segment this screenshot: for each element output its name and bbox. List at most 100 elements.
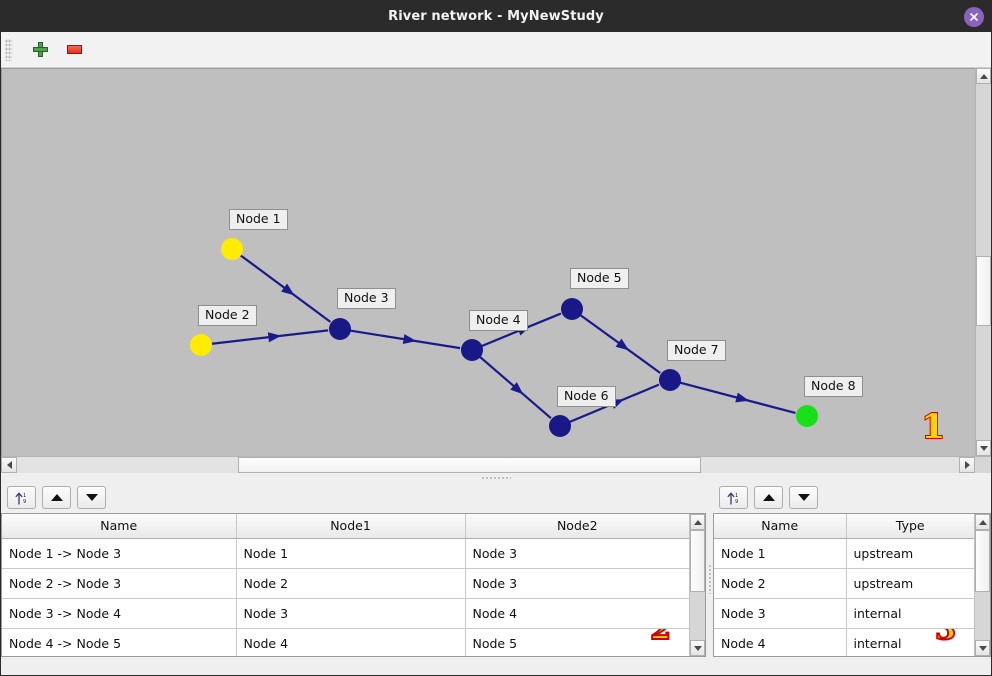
scroll-right-button[interactable] <box>959 457 975 473</box>
nodes-vertical-scrollbar[interactable] <box>974 514 990 656</box>
table-cell-node1[interactable]: Node 4 <box>236 628 466 656</box>
graph-node[interactable] <box>221 238 243 260</box>
links-scroll-up-button[interactable] <box>690 514 705 530</box>
links-panel-footer <box>1 657 706 675</box>
table-cell-node2[interactable]: Node 4 <box>465 598 689 629</box>
network-canvas[interactable]: Node 1 Node 2 Node 3 Node 4 Node 5 Node 6 Node… <box>1 68 975 456</box>
arrow-up-icon <box>762 494 775 501</box>
table-cell-name[interactable]: Node 4 -> Node 5 <box>2 628 237 656</box>
nodes-scroll-down-button[interactable] <box>975 640 990 656</box>
horizontal-splitter[interactable] <box>1 473 991 482</box>
sort-ascending-icon: 1 9 <box>727 492 738 505</box>
graph-node[interactable] <box>549 415 571 437</box>
delete-node-button[interactable] <box>60 36 88 64</box>
vsplitter-grip-dots <box>707 563 712 594</box>
links-move-up-button[interactable] <box>42 486 71 509</box>
graph-horizontal-scrollbar[interactable] <box>1 456 991 473</box>
table-cell-name[interactable]: Node 3 <box>714 598 847 629</box>
links-vscroll-track[interactable] <box>690 530 705 640</box>
graph-node[interactable] <box>190 334 212 356</box>
nodes-move-up-button[interactable] <box>754 486 783 509</box>
graph-node[interactable] <box>561 298 583 320</box>
splitter-grip-dots <box>481 475 511 480</box>
graph-panel: Node 1 Node 2 Node 3 Node 4 Node 5 Node 6 Node… <box>1 68 991 473</box>
table-cell-type[interactable]: internal <box>846 598 974 629</box>
nodes-sort-button[interactable]: 1 9 <box>719 486 748 509</box>
table-cell-node1[interactable]: Node 1 <box>236 538 466 569</box>
graph-hscroll-track[interactable] <box>17 457 959 473</box>
scroll-up-button[interactable] <box>976 68 991 84</box>
graph-node-label[interactable]: Node 6 <box>557 386 616 407</box>
nodes-vscroll-track[interactable] <box>975 530 990 640</box>
svg-text:9: 9 <box>23 499 26 505</box>
edge-arrowhead <box>267 332 282 343</box>
links-col-node2[interactable]: Node2 <box>465 514 689 539</box>
links-col-name[interactable]: Name <box>2 514 237 539</box>
graph-node-label[interactable]: Node 7 <box>667 340 726 361</box>
graph-node-label[interactable]: Node 4 <box>469 310 528 331</box>
links-col-node1[interactable]: Node1 <box>236 514 466 539</box>
table-cell-node2[interactable]: Node 3 <box>465 538 689 569</box>
graph-node-label[interactable]: Node 1 <box>229 209 288 230</box>
table-cell-type[interactable]: upstream <box>846 538 974 569</box>
vertical-splitter[interactable] <box>706 482 713 675</box>
graph-node-label[interactable]: Node 2 <box>198 305 257 326</box>
graph-hscroll-thumb[interactable] <box>238 457 701 473</box>
table-cell-name[interactable]: Node 1 -> Node 3 <box>2 538 237 569</box>
network-graph <box>210 254 796 424</box>
table-cell-name[interactable]: Node 1 <box>714 538 847 569</box>
add-node-button[interactable] <box>26 36 54 64</box>
table-cell-name[interactable]: Node 3 -> Node 4 <box>2 598 237 629</box>
arrow-up-icon <box>50 494 63 501</box>
nodes-col-name[interactable]: Name <box>714 514 847 539</box>
links-sort-button[interactable]: 1 9 <box>7 486 36 509</box>
annotation-3: 3 <box>934 628 957 647</box>
table-cell-name[interactable]: Node 2 -> Node 3 <box>2 568 237 599</box>
table-cell-node1[interactable]: Node 2 <box>236 568 466 599</box>
nodes-vscroll-thumb[interactable] <box>975 530 990 592</box>
graph-vscroll-track[interactable] <box>976 84 991 440</box>
table-cell-name[interactable]: Node 2 <box>714 568 847 599</box>
close-icon[interactable] <box>964 6 984 27</box>
links-scroll-down-button[interactable] <box>690 640 705 656</box>
links-vertical-scrollbar[interactable] <box>689 514 705 656</box>
graph-node[interactable] <box>461 339 483 361</box>
graph-node[interactable] <box>796 405 818 427</box>
graph-node[interactable] <box>659 369 681 391</box>
graph-vscroll-thumb[interactable] <box>976 256 991 326</box>
arrow-down-icon <box>797 494 810 501</box>
scroll-down-button[interactable] <box>976 440 991 456</box>
table-cell-name[interactable]: Node 4 <box>714 628 847 656</box>
scroll-left-button[interactable] <box>1 457 17 473</box>
edge-arrowhead <box>615 338 630 351</box>
nodes-move-down-button[interactable] <box>789 486 818 509</box>
graph-node[interactable] <box>329 318 351 340</box>
nodes-scroll-up-button[interactable] <box>975 514 990 530</box>
links-move-down-button[interactable] <box>77 486 106 509</box>
plus-icon <box>32 42 48 57</box>
table-cell-node2[interactable]: Node 3 <box>465 568 689 599</box>
toolbar-grip[interactable] <box>5 38 12 61</box>
graph-node-label[interactable]: Node 5 <box>570 268 629 289</box>
links-vscroll-thumb[interactable] <box>690 530 705 592</box>
scrollbar-corner <box>975 457 991 473</box>
table-cell-node1[interactable]: Node 3 <box>236 598 466 629</box>
edge-arrowhead <box>402 334 417 345</box>
graph-vertical-scrollbar[interactable] <box>975 68 991 456</box>
graph-node-label[interactable]: Node 3 <box>337 288 396 309</box>
table-cell-type[interactable]: upstream <box>846 568 974 599</box>
graph-node-label[interactable]: Node 8 <box>804 376 863 397</box>
nodes-col-type[interactable]: Type <box>846 514 974 539</box>
